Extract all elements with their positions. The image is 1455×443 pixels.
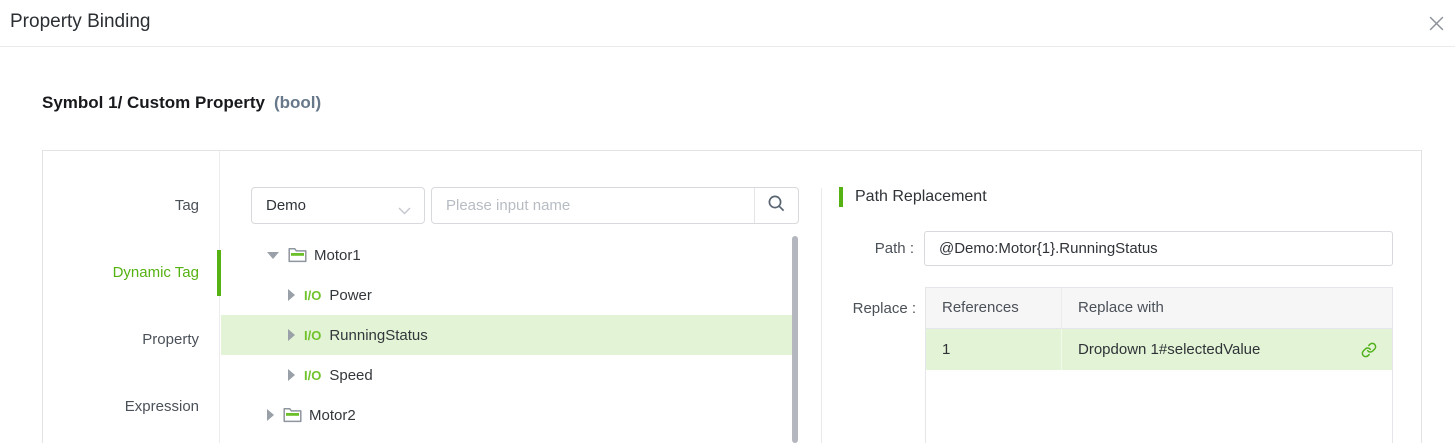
- tree-node-label: Motor2: [309, 406, 356, 424]
- binding-target: Symbol 1/ Custom Property (bool): [42, 93, 321, 113]
- binding-target-type: (bool): [273, 93, 322, 112]
- replace-with-cell: Dropdown 1#selectedValue: [1078, 341, 1261, 358]
- tree-node-label: Power: [329, 286, 372, 304]
- tree-node-label: Speed: [329, 366, 373, 384]
- tag-search-box: [431, 187, 799, 224]
- io-tag-icon: I/O: [304, 287, 322, 303]
- tree-node-label: Motor1: [314, 246, 361, 264]
- tree-row-motor1[interactable]: Motor1: [221, 235, 793, 275]
- search-button[interactable]: [754, 188, 798, 223]
- tag-source-value: Demo: [266, 197, 307, 214]
- tab-tag[interactable]: Tag: [174, 197, 199, 214]
- path-replacement-title: Path Replacement: [855, 188, 987, 205]
- close-icon[interactable]: [1426, 13, 1446, 33]
- caret-right-icon[interactable]: [288, 289, 295, 301]
- section-divider: [821, 188, 822, 443]
- tree-scrollbar[interactable]: [792, 236, 798, 443]
- tag-source-dropdown[interactable]: Demo: [251, 187, 425, 224]
- caret-down-icon[interactable]: [267, 251, 279, 259]
- replace-table-row[interactable]: 1 Dropdown 1#selectedValue: [926, 329, 1392, 370]
- io-tag-icon: I/O: [304, 327, 322, 343]
- references-column-header: References: [926, 288, 1062, 328]
- chevron-down-icon: [398, 202, 411, 220]
- binding-panel: Tag Dynamic Tag Property Expression Demo: [42, 150, 1422, 443]
- tab-property[interactable]: Property: [142, 331, 199, 348]
- binding-mode-sidebar: Tag Dynamic Tag Property Expression: [43, 151, 221, 443]
- tab-dynamic-tag[interactable]: Dynamic Tag: [43, 250, 221, 296]
- binding-target-name: Symbol 1/ Custom Property: [42, 93, 265, 112]
- replace-table-header: References Replace with: [926, 288, 1392, 329]
- folder-icon: [288, 247, 307, 263]
- tab-expression[interactable]: Expression: [124, 398, 199, 415]
- tree-row-runningstatus[interactable]: I/O RunningStatus: [221, 315, 793, 355]
- section-accent-bar: [839, 187, 843, 207]
- link-icon[interactable]: [1361, 342, 1377, 358]
- dialog-header: Property Binding: [0, 0, 1455, 47]
- tree-row-motor2[interactable]: Motor2: [221, 395, 793, 435]
- tree-row-speed[interactable]: I/O Speed: [221, 355, 793, 395]
- tag-search-input[interactable]: [432, 188, 746, 223]
- reference-cell: 1: [926, 329, 1062, 370]
- folder-icon: [283, 407, 302, 423]
- tag-tree: Motor1 I/O Power I/O RunningStatus I/O S…: [221, 235, 793, 435]
- tree-row-power[interactable]: I/O Power: [221, 275, 793, 315]
- io-tag-icon: I/O: [304, 367, 322, 383]
- replace-table: References Replace with 1 Dropdown 1#sel…: [925, 287, 1393, 443]
- dialog-title: Property Binding: [10, 11, 151, 32]
- path-label: Path :: [874, 240, 914, 257]
- caret-right-icon[interactable]: [288, 329, 295, 341]
- caret-right-icon[interactable]: [267, 409, 274, 421]
- tree-node-label: RunningStatus: [329, 326, 428, 344]
- replace-with-column-header: Replace with: [1078, 299, 1164, 316]
- caret-right-icon[interactable]: [288, 369, 295, 381]
- path-input[interactable]: [924, 231, 1393, 266]
- replace-label: Replace :: [852, 300, 916, 317]
- search-icon: [767, 194, 786, 218]
